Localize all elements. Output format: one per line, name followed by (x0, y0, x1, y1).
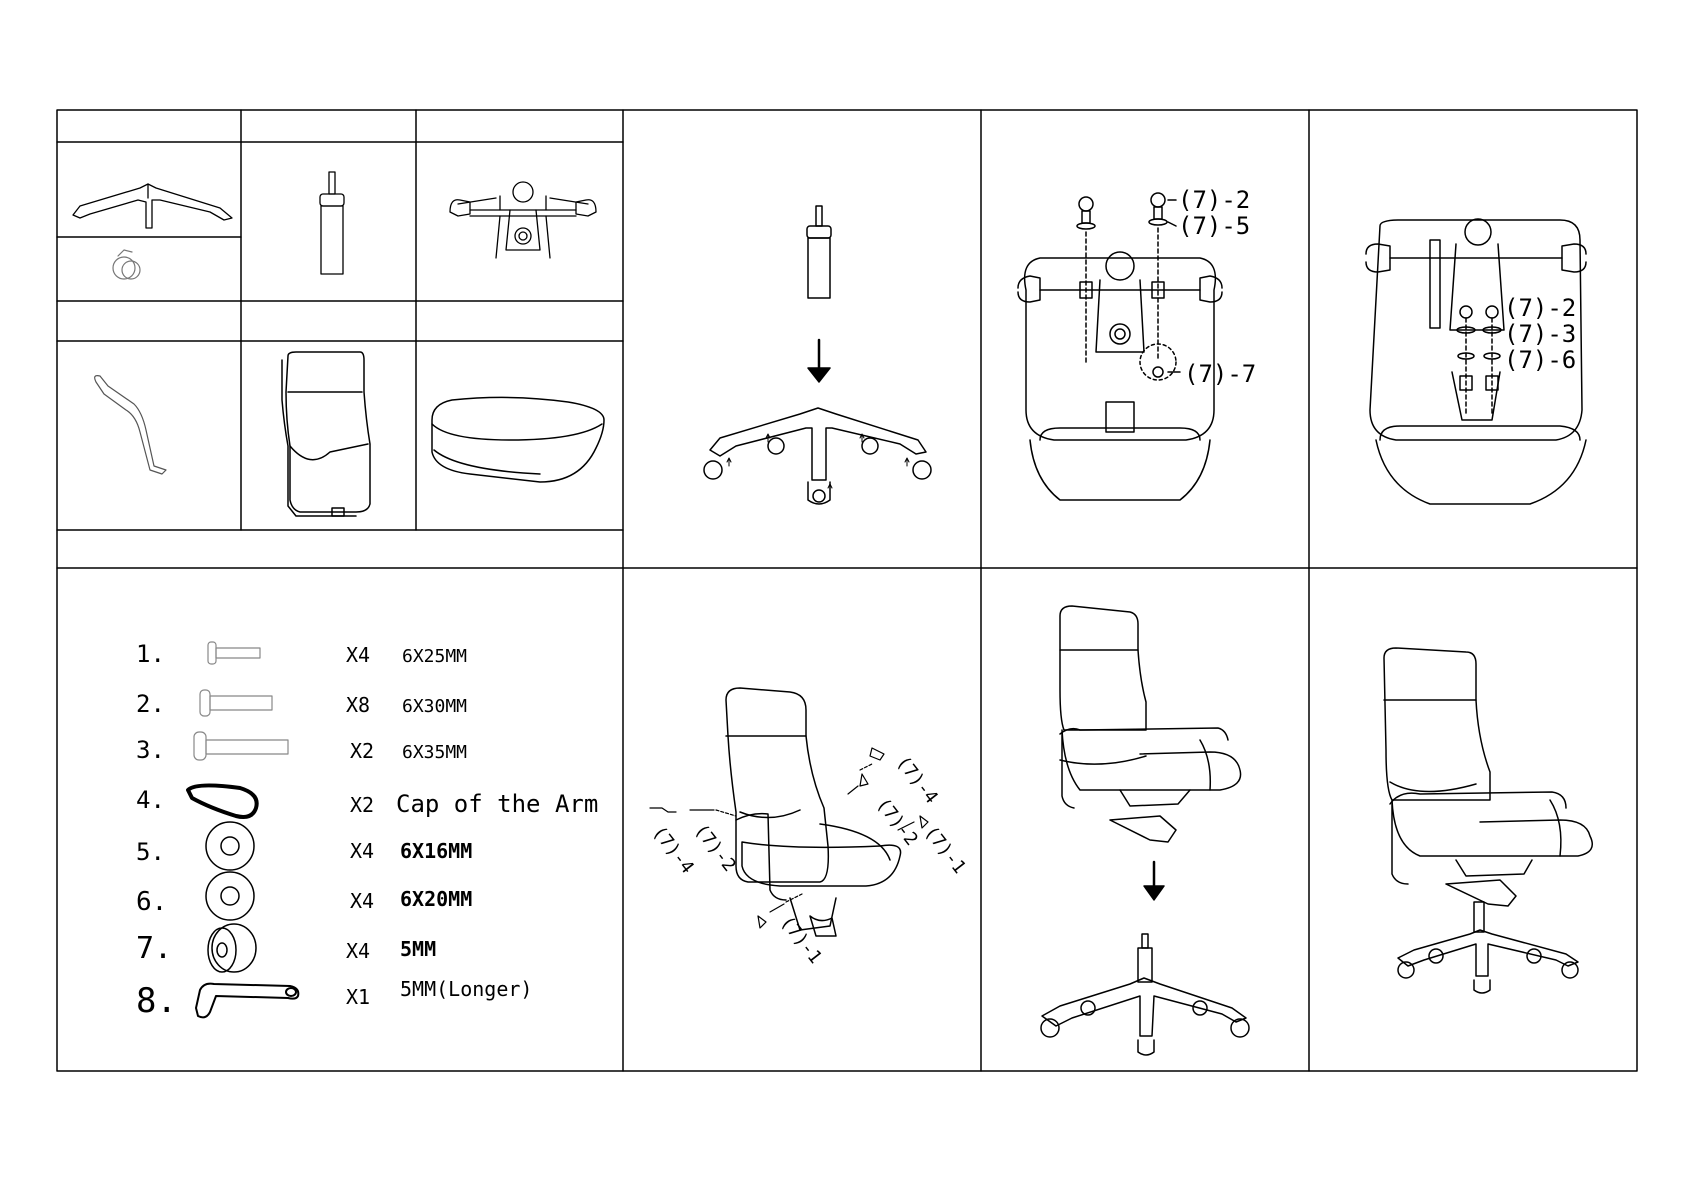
part-number: 6. (136, 887, 167, 917)
chair-base-icon (703, 407, 932, 505)
step3-illustration: (7)-2 (7)-3 (7)-6 (1365, 218, 1587, 505)
step2-label-1: (7)-2 (1178, 186, 1250, 214)
grid-frame (56, 109, 1638, 1072)
part-number: 1. (136, 640, 165, 668)
washer-icon (205, 821, 255, 871)
seat-underside (1017, 251, 1223, 501)
step2-illustration: (7)-2 (7)-5 (7)-7 (1017, 186, 1256, 501)
part-desc: Cap of the Arm (396, 790, 598, 818)
bolt-icon (207, 641, 261, 665)
part-number: 4. (136, 786, 165, 814)
chair-base-icon (72, 183, 233, 229)
step5-illustration (1040, 605, 1250, 1056)
part-desc: 6X25MM (402, 646, 467, 667)
bolt-icon (1076, 192, 1181, 381)
part-qty: X1 (346, 985, 370, 1009)
part-desc: 6X16MM (400, 839, 472, 863)
part-number: 2. (136, 690, 165, 718)
arm-cap-icon (186, 783, 259, 819)
step3-label-1: (7)-2 (1504, 294, 1576, 322)
part-qty: X4 (346, 643, 370, 667)
part-number: 5. (136, 838, 165, 866)
part-number: 8. (136, 981, 177, 1021)
step1-illustration (703, 205, 932, 505)
part-qty: X4 (350, 839, 374, 863)
part-desc: 5MM (400, 937, 436, 961)
part-desc: 5MM(Longer) (400, 977, 532, 1001)
part-desc: 6X30MM (402, 696, 467, 717)
step6-illustration (1383, 647, 1593, 994)
seat-icon (431, 396, 605, 483)
step3-label-3: (7)-6 (1504, 346, 1576, 374)
part-qty: X2 (350, 793, 374, 817)
chair-base-icon (1397, 901, 1579, 994)
bolt-icon (193, 731, 289, 761)
part-number: 7. (136, 931, 172, 966)
washer-icon (205, 871, 255, 921)
part-qty: X4 (350, 889, 374, 913)
part-qty: X4 (346, 939, 370, 963)
step2-label-2: (7)-5 (1178, 212, 1250, 240)
washer-icon (207, 923, 257, 973)
step4-label-6: (7)-1 (920, 822, 970, 878)
down-arrow-icon (1143, 860, 1165, 901)
mechanism-icon (449, 181, 597, 259)
part-number: 3. (136, 736, 165, 764)
step4-label-1: (7)-4 (648, 822, 698, 878)
part-qty: X8 (346, 693, 370, 717)
step3-label-2: (7)-3 (1504, 320, 1576, 348)
step4-label-2: (7)-2 (690, 820, 740, 876)
caster-icon (112, 249, 141, 280)
part-qty: X2 (350, 739, 374, 763)
allen-key-icon (195, 982, 300, 1019)
down-arrow-icon (807, 338, 831, 383)
step2-label-3: (7)-7 (1184, 360, 1256, 388)
backrest-icon (281, 351, 371, 517)
gas-lift-icon (319, 171, 345, 275)
part-desc: 6X35MM (402, 742, 467, 763)
bolt-icon (199, 689, 273, 717)
armrest-icon (94, 375, 167, 475)
bolt-icon (1456, 305, 1502, 415)
gas-lift-icon (806, 205, 832, 299)
hardware-list: 1. X4 6X25MM 2. X8 6X30MM 3. X2 6X35MM 4… (136, 640, 598, 1021)
bolt-icon (649, 747, 929, 929)
step4-label-4: (7)-4 (892, 752, 942, 808)
chair-base-icon (1040, 933, 1250, 1056)
part-desc: 6X20MM (400, 887, 472, 911)
step4-illustration: (7)-4 (7)-2 (7)-1 (7)-4 (7)-2 (7)-1 (648, 687, 970, 968)
